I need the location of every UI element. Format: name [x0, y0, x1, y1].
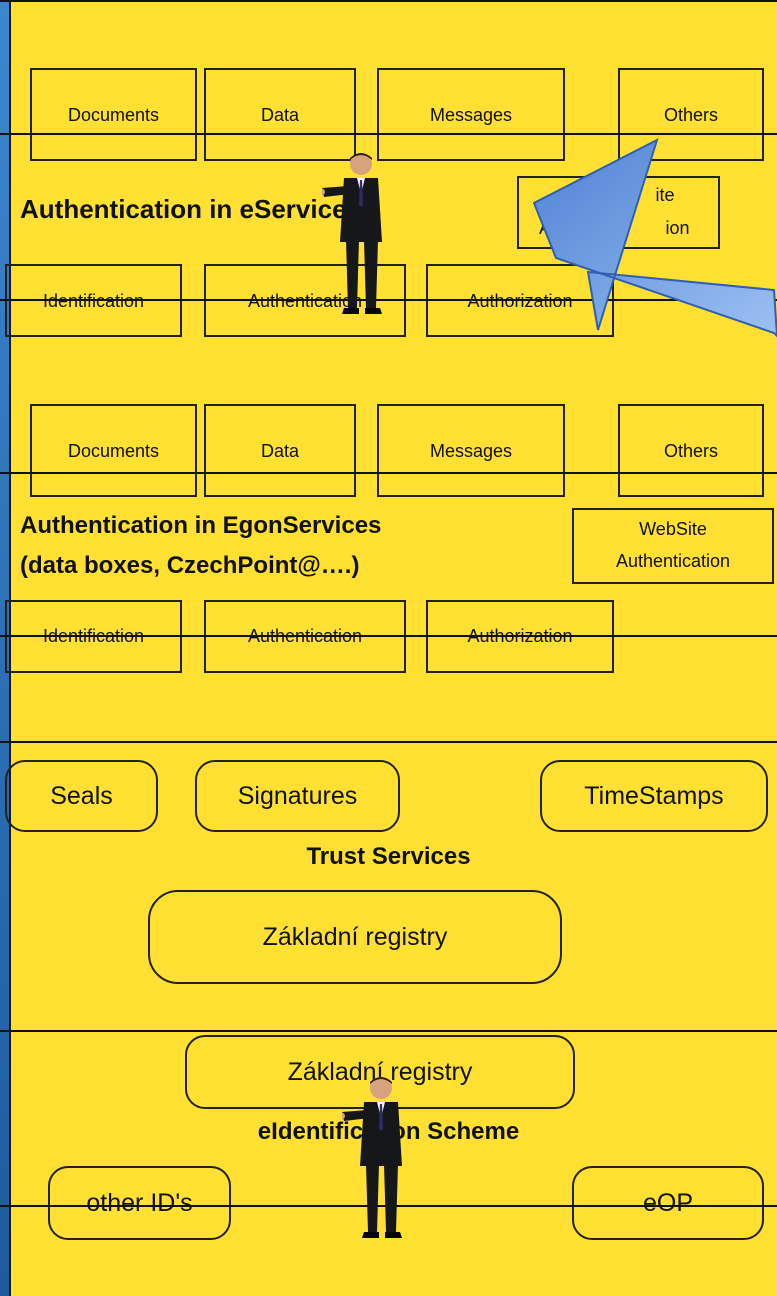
other-ids-pill: other ID's [48, 1166, 231, 1240]
documents-box [30, 404, 197, 497]
up-left-arrow-icon [532, 138, 777, 338]
left-edge-strip [0, 0, 9, 1296]
data-label: Data [260, 104, 300, 125]
seals-pill: Seals [5, 760, 158, 832]
separator-line [0, 741, 777, 743]
documents-label: Documents [67, 440, 160, 461]
others-box [618, 404, 764, 497]
egon-title-line1: Authentication in EgonServices [20, 512, 382, 539]
eservices-title: Authentication in eServices [20, 194, 361, 224]
website-partial-text-3: ion [665, 217, 690, 238]
documents-label: Documents [67, 104, 160, 125]
others-box [618, 68, 764, 161]
messages-label: Messages [429, 440, 513, 461]
documents-box [30, 68, 197, 161]
data-box [204, 68, 356, 161]
timestamps-pill: TimeStamps [540, 760, 768, 832]
registry-pill: Základní registry [148, 890, 562, 984]
website-partial-text-1: ite [655, 184, 675, 205]
diagram-background [9, 0, 777, 1296]
separator-line [0, 133, 777, 135]
messages-label: Messages [429, 104, 513, 125]
website-auth-box [572, 508, 774, 584]
top-border-line [0, 0, 777, 2]
signatures-pill: Signatures [195, 760, 400, 832]
businessman-icon [342, 1077, 402, 1238]
others-label: Others [663, 104, 719, 125]
website-line1: WebSite [639, 518, 707, 539]
separator-line [0, 472, 777, 474]
data-label: Data [260, 440, 300, 461]
website-line2: Authentication [615, 550, 731, 571]
trust-services-title: Trust Services [306, 843, 471, 870]
messages-box [377, 68, 565, 161]
separator-line [0, 299, 777, 301]
egon-title-line2: (data boxes, CzechPoint@….) [20, 552, 360, 579]
businessman-icon [322, 153, 382, 314]
others-label: Others [663, 440, 719, 461]
separator-line [0, 635, 777, 637]
separator-line [0, 1030, 777, 1032]
messages-box [377, 404, 565, 497]
eop-pill: eOP [572, 1166, 764, 1240]
data-box [204, 404, 356, 497]
